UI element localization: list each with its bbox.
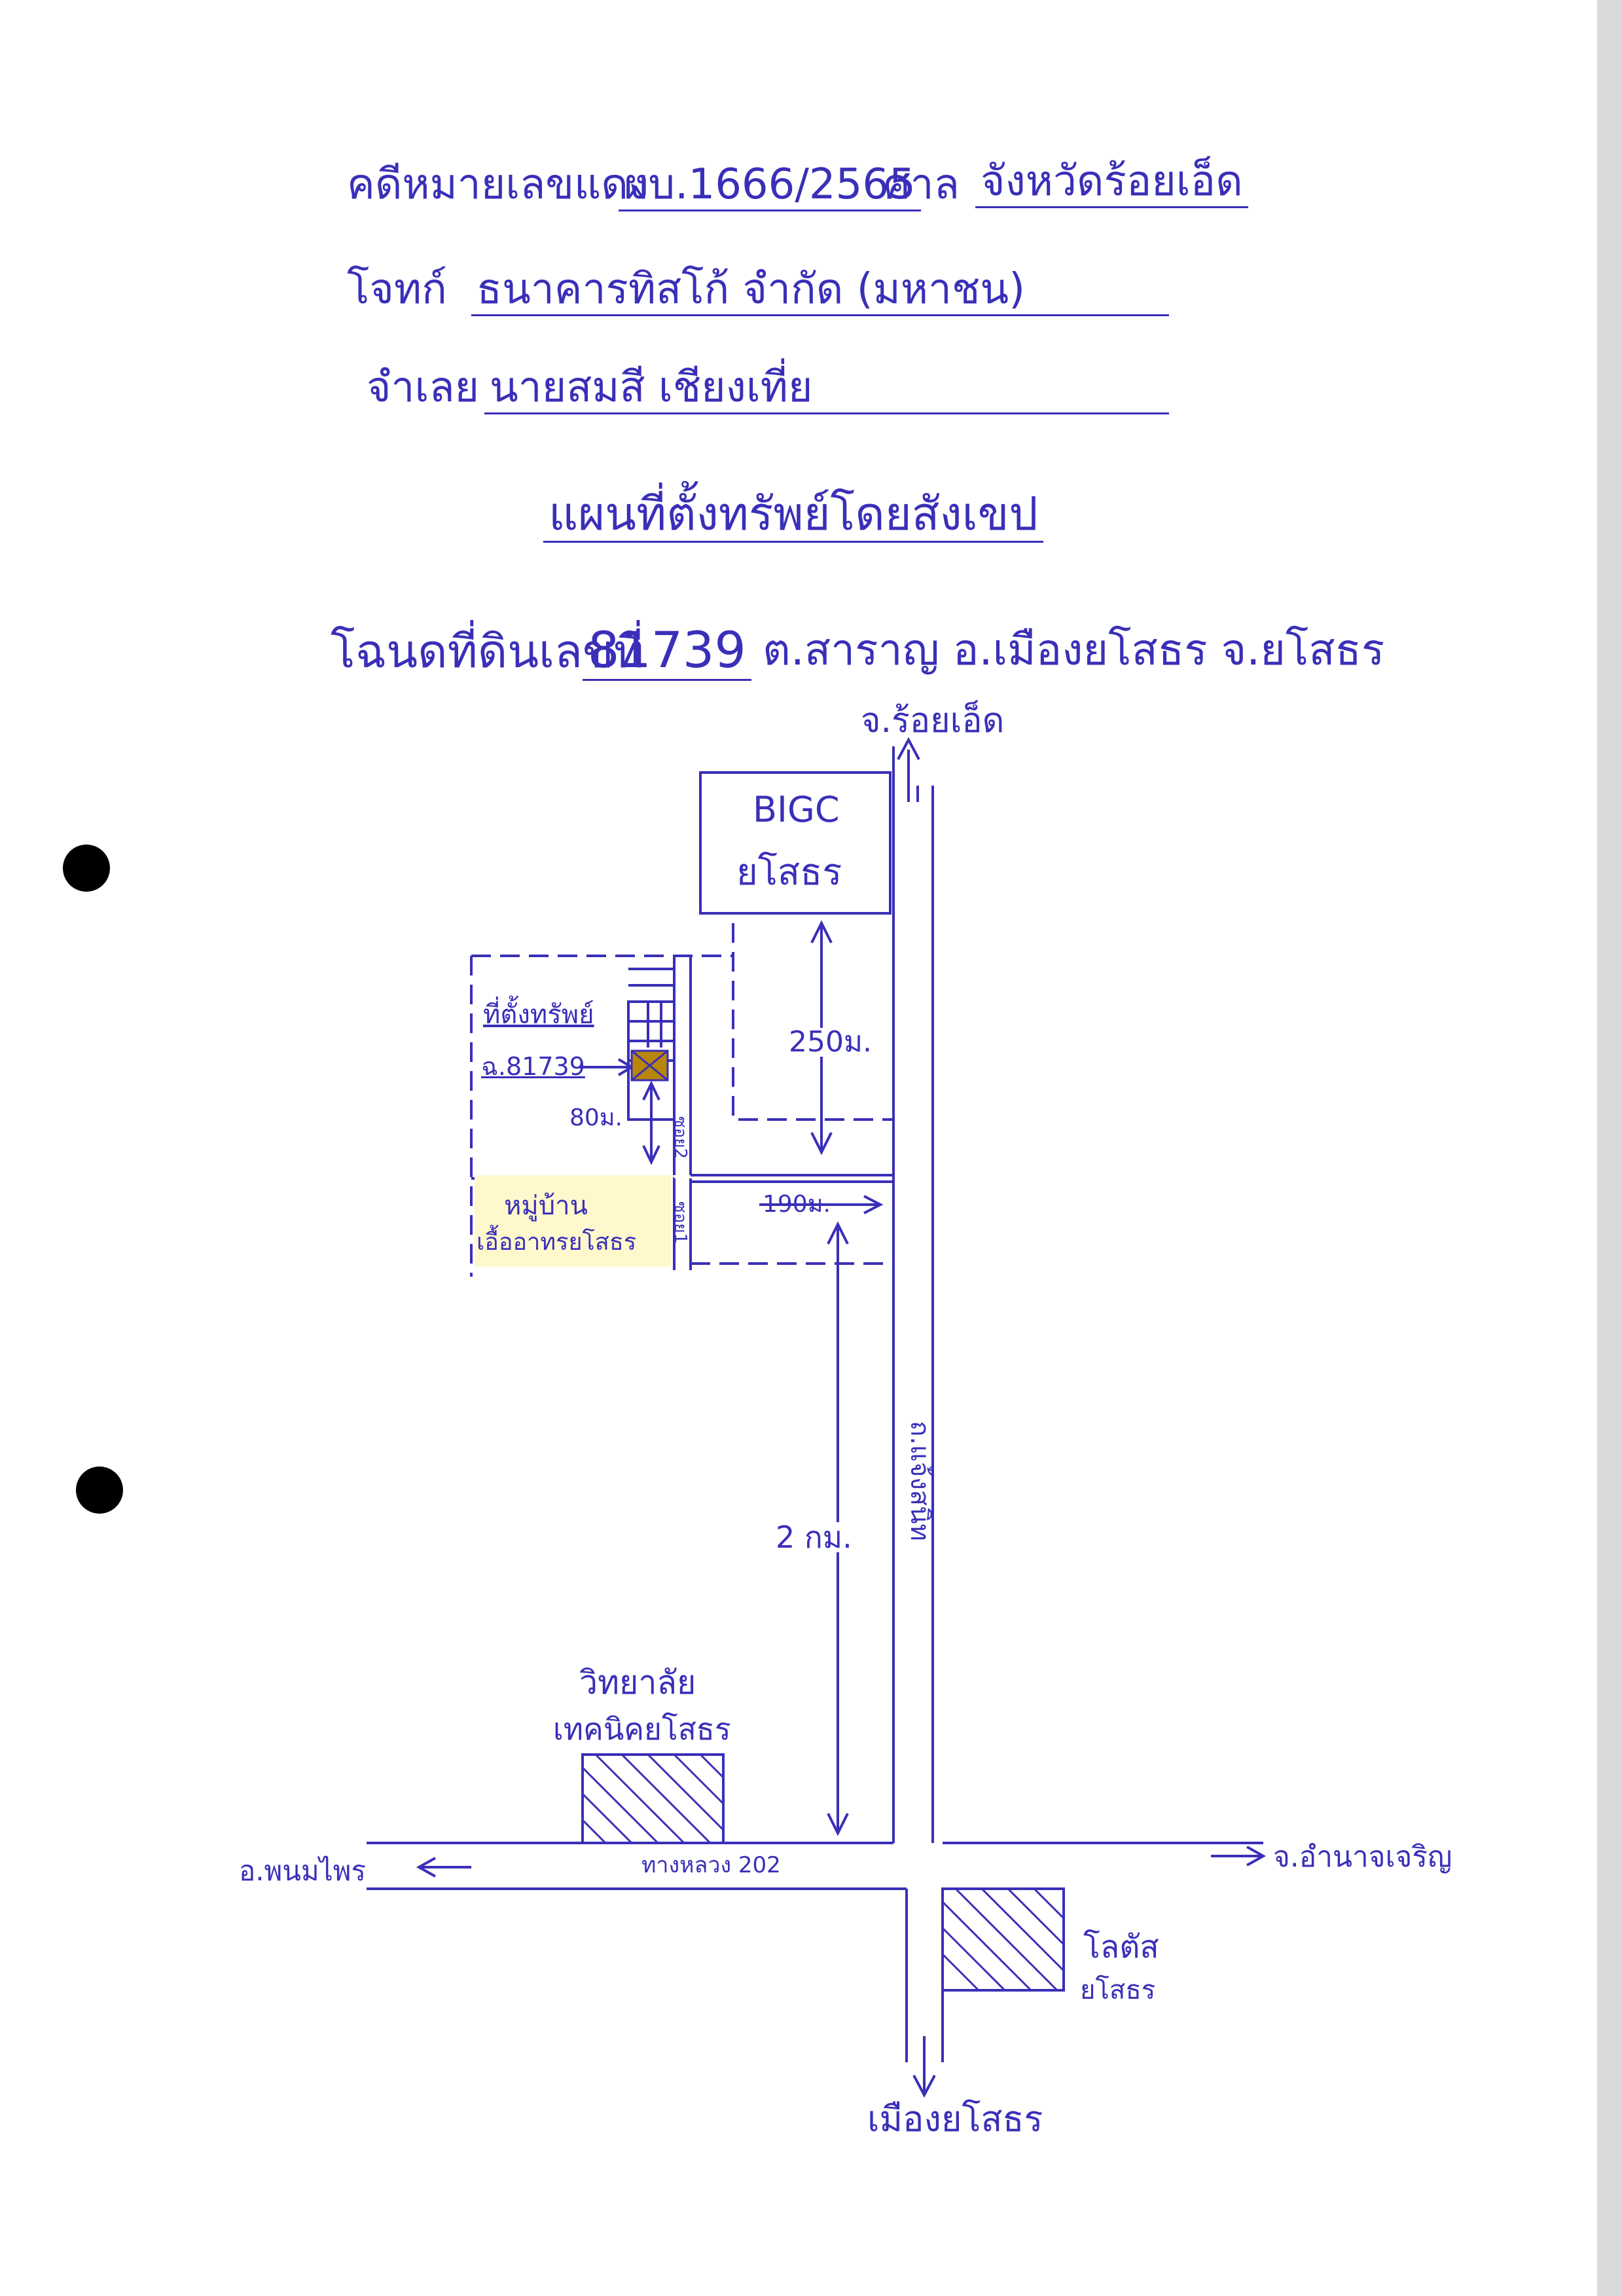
dist-250-label: 250ม. [789,1025,872,1059]
village-highlight [475,1175,671,1267]
dist-190-arrow [759,1195,884,1214]
lotus-label-line2: ยโสธร [1080,1975,1156,2005]
north-destination-label: จ.ร้อยเอ็ด [861,701,1005,740]
bigc-box [699,771,892,915]
bigc-label-line1: BIGC [753,789,840,830]
dist-80-arrow [642,1080,660,1165]
plaintiff-name: ธนาคารทิสโก้ จำกัด (มหาชน) [471,268,1169,316]
asset-label: ที่ตั้งทรัพย์ [483,1000,594,1030]
punch-hole-top [63,845,110,892]
soi-2-label: ซอย2 [670,1116,690,1159]
map-title: แผนที่ตั้งทรัพย์โดยสังเขป [543,491,1043,543]
deed-label: โฉนดที่ดินเลขที่ [331,625,644,678]
east-destination-label: จ.อำนาจเจริญ [1273,1840,1452,1874]
court-label: ศาล [884,160,960,209]
punch-hole-bottom [76,1467,123,1514]
dist-80-label: 80ม. [569,1104,622,1131]
west-arrow [416,1857,471,1878]
dist-190-label: 190ม. [763,1191,831,1218]
east-arrow [1211,1846,1267,1867]
bigc-label-line2: ยโสธร [736,851,842,894]
defendant-name: นายสมสี เชียงเที่ย [484,367,1169,414]
highway-label: ทางหลวง 202 [641,1852,781,1878]
deed-reference-label: ฉ.81739 [481,1052,585,1081]
case-number: ผบ.1666/2565 [619,164,921,211]
village-label-line2: เอื้ออาทรยโสธร [477,1229,637,1256]
page-edge-shadow [1597,0,1622,2296]
north-arrow [897,737,920,802]
defendant-label: จำเลย [367,363,480,412]
south-arrow [912,2036,936,2098]
case-label: คดีหมายเลขแดง [347,160,649,209]
dist-2km-label: 2 กม. [776,1520,852,1555]
village-label-line1: หมู่บ้าน [504,1191,588,1221]
lotus-label-line1: โลตัส [1083,1929,1159,1965]
road-name-label: ถ.แจ้งสนิท [905,1421,935,1541]
college-label-line2: เทคนิคยโสธร [553,1711,731,1747]
parcel-dashed-north [732,923,893,1121]
asset-arrow [579,1058,634,1076]
plaintiff-label: โจทก์ [347,265,447,314]
soi-1-label: ซอย1 [670,1201,690,1245]
deed-number: 81739 [583,625,751,681]
college-building [581,1753,725,1844]
college-label-line1: วิทยาลัย [579,1664,696,1702]
west-destination-label: อ.พนมไพร [239,1855,367,1887]
south-destination-label: เมืองยโสธร [867,2098,1043,2140]
lotus-building [941,1887,1065,1992]
deed-location: ต.สาราญ อ.เมืองยโสธร จ.ยโสธร [763,625,1385,675]
court-name: จังหวัดร้อยเอ็ด [975,160,1248,208]
